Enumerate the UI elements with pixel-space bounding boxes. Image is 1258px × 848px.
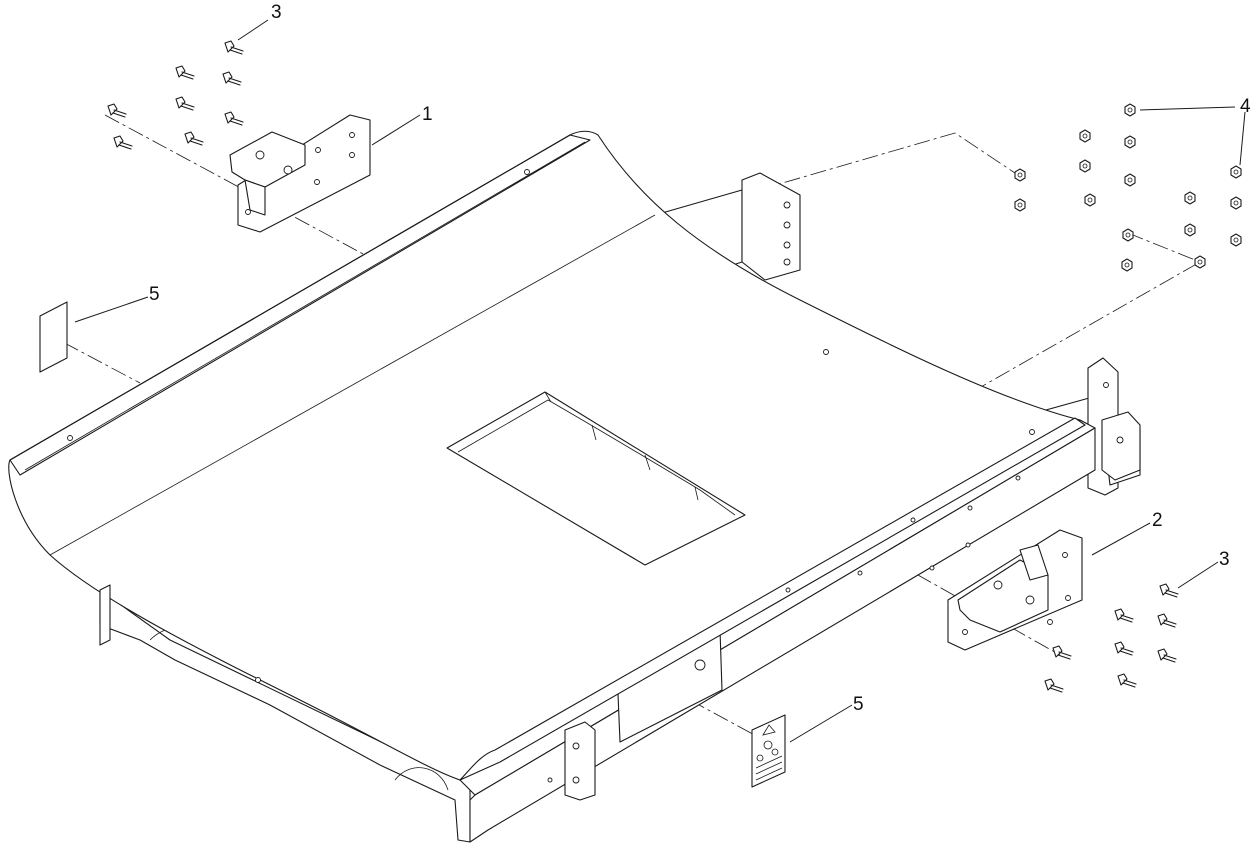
- nut: [1084, 193, 1096, 207]
- mounting-bracket-2: [947, 529, 1083, 651]
- nut: [1230, 165, 1242, 179]
- callout-3-lower: 3: [1219, 549, 1230, 570]
- leader-lines: [74, 19, 1246, 743]
- bolt: [1159, 583, 1179, 598]
- nut: [1184, 191, 1196, 205]
- callout-5-lower: 5: [853, 694, 864, 715]
- callout-2: 2: [1152, 510, 1163, 531]
- bolt: [1114, 641, 1134, 656]
- bolt: [175, 96, 195, 111]
- nut: [1079, 159, 1091, 173]
- nut-group: [1014, 103, 1242, 272]
- nut: [1121, 258, 1133, 272]
- mounting-bracket-1: [229, 114, 371, 233]
- nut: [1014, 198, 1026, 212]
- bolt: [224, 40, 244, 55]
- bolt: [1157, 648, 1177, 663]
- bolt: [1114, 608, 1134, 623]
- bolt: [113, 135, 133, 150]
- nut: [1230, 233, 1242, 247]
- bolt: [1117, 673, 1137, 688]
- bolt: [1052, 645, 1072, 660]
- nut: [1124, 103, 1136, 117]
- nut: [1194, 255, 1206, 269]
- nut: [1014, 168, 1026, 182]
- hood-assembly: [8, 130, 1141, 843]
- nut: [1122, 228, 1134, 242]
- bolt-group-lower: [1044, 583, 1179, 693]
- bolt: [1044, 678, 1064, 693]
- bolt: [107, 103, 127, 118]
- callout-4: 4: [1240, 96, 1251, 117]
- nut: [1124, 173, 1136, 187]
- decal-blank: [39, 301, 68, 373]
- bolt: [175, 65, 195, 80]
- bolt: [222, 71, 242, 86]
- bolt-group-upper: [107, 40, 244, 150]
- nut: [1079, 129, 1091, 143]
- decal-safety: [751, 714, 786, 788]
- bolt: [1157, 613, 1177, 628]
- bolt: [184, 131, 204, 146]
- bolt: [224, 111, 244, 126]
- nut: [1184, 223, 1196, 237]
- callout-labels: 3 1 4 5 2 3 5: [149, 2, 1251, 715]
- nut: [1230, 196, 1242, 210]
- nut: [1124, 135, 1136, 149]
- callout-3-upper: 3: [271, 2, 282, 23]
- callout-1: 1: [422, 104, 433, 125]
- callout-5-left: 5: [149, 284, 160, 305]
